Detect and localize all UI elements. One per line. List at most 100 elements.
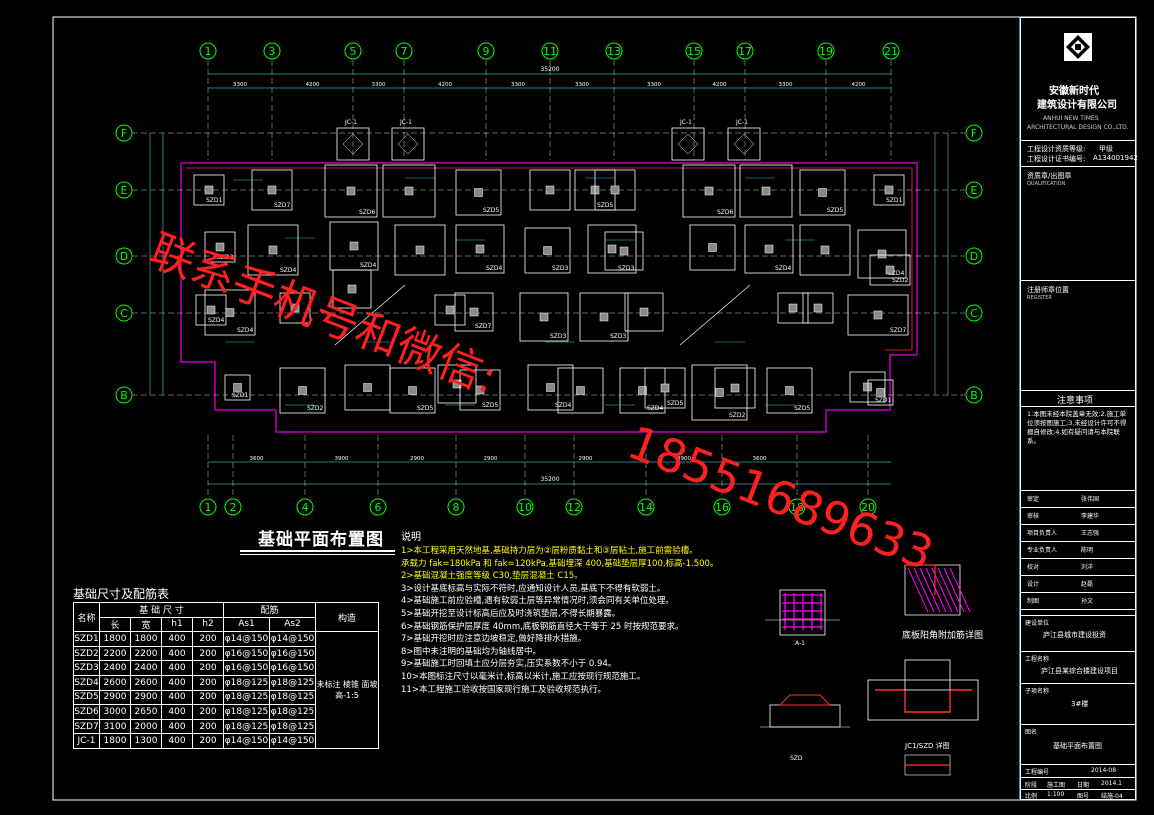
axis-label-top: 15 — [687, 45, 701, 58]
column-stub — [204, 185, 214, 195]
schedule-cell-name: SZD2 — [73, 645, 100, 662]
date: 2014.1 — [1101, 780, 1122, 787]
footing-pad — [594, 169, 636, 211]
col-note: 构造 — [315, 601, 379, 633]
column-stub — [452, 379, 462, 389]
dim-top: 3300 — [511, 82, 525, 88]
schedule-cell-name: SZD4 — [73, 674, 100, 691]
note-line: 10>本图标注尺寸以毫米计,标高以米计,施工应按现行规范施工。 — [401, 671, 646, 682]
corner-detail-label: 底板阳角附加筋详图 — [902, 631, 984, 641]
stair-diagonal — [334, 284, 406, 346]
role-label: 设计 — [1027, 581, 1040, 588]
schedule-cell-as1: φ18@125 — [223, 704, 270, 720]
footing-pad — [224, 374, 251, 401]
phase: 施工图 — [1047, 782, 1066, 789]
column-stub — [347, 284, 357, 294]
axis-label-right: D — [970, 250, 978, 263]
dim-top: 4200 — [438, 82, 452, 88]
company-name-en: ANHUI NEW TIMES — [1043, 115, 1099, 122]
footing-pad — [193, 174, 225, 206]
footing-label: SZD5 — [483, 207, 500, 214]
jc1-label: JC-1 — [399, 119, 412, 126]
title-block: 安徽新时代 建筑设计有限公司 ANHUI NEW TIMES ARCHITECT… — [1020, 17, 1138, 800]
beam-section — [769, 704, 841, 728]
schedule-cell-h2: 200 — [192, 733, 224, 749]
footing-pad — [744, 224, 794, 274]
schedule-cell-h2: 200 — [192, 689, 224, 706]
footing-pad — [455, 224, 505, 274]
footing-pad — [739, 164, 793, 218]
note-line: 11>本工程施工验收按国家现行施工及验收规范执行。 — [401, 684, 606, 695]
column-stub — [576, 386, 585, 395]
dim-top: 3300 — [233, 82, 247, 88]
axis-bubble-bottom — [713, 498, 731, 516]
footing-label: SZD7 — [890, 327, 907, 334]
axis-bubble-right — [965, 304, 983, 322]
footing-pad — [459, 369, 501, 411]
column-stub — [363, 383, 372, 392]
footing-label: SZD5 — [827, 207, 844, 214]
schedule-cell-name: SZD6 — [73, 704, 100, 720]
column-stub — [877, 249, 887, 259]
dim-bottom: 2900 — [579, 456, 593, 462]
footing-label: SZD5 — [667, 400, 684, 407]
corner-hatch — [913, 567, 935, 613]
jc1-label: JC-1 — [735, 119, 748, 126]
column-stub — [884, 185, 894, 195]
drawing-frame — [52, 16, 1137, 801]
note-line: 9>基础施工时回填土应分层夯实,压实系数不小于 0.94。 — [401, 659, 617, 670]
stamp-label-en: QUALIFICATION — [1027, 181, 1066, 187]
section-detail-label: JC1/SZD 详图 — [905, 742, 950, 750]
axis-label-bottom: 1 — [205, 501, 212, 514]
footing-pad — [873, 174, 905, 206]
footing-label: SZD1 — [886, 197, 903, 204]
axis-label-top: 21 — [884, 45, 898, 58]
schedule-cell-as2: φ16@150 — [269, 660, 316, 676]
schedule-cell-h1: 400 — [161, 733, 193, 749]
axis-label-right: B — [970, 389, 978, 402]
axis-label-bottom: 8 — [453, 501, 460, 514]
footing-label: SZD4 — [486, 265, 503, 272]
column-stub — [206, 305, 216, 315]
axis-bubble-bottom — [447, 498, 465, 516]
axis-bubble-left — [115, 386, 133, 404]
footing-pad — [644, 367, 686, 409]
column-stub — [788, 303, 798, 313]
axis-label-top: 17 — [738, 45, 752, 58]
footing-pad — [454, 292, 494, 332]
dim-top: 3300 — [779, 82, 793, 88]
footing-pad — [455, 169, 502, 216]
schedule-cell-l: 2900 — [99, 689, 131, 706]
schedule-cell-w: 2200 — [130, 645, 162, 662]
schedule-cell-name: SZD1 — [73, 631, 100, 647]
axis-label-bottom: 12 — [567, 501, 581, 514]
axis-label-top: 19 — [819, 45, 833, 58]
dim-top: 4200 — [713, 82, 727, 88]
job-no: 2014-08 — [1091, 767, 1117, 774]
footing-pad — [251, 169, 293, 211]
footing-label: SZD4 — [888, 270, 905, 277]
column-stub — [599, 312, 609, 322]
column-stub — [708, 243, 717, 252]
column-stub — [660, 383, 670, 393]
stamp-label: 资质章/出图章 — [1027, 172, 1072, 180]
axis-label-top: 1 — [205, 45, 212, 58]
schedule-cell-h2: 200 — [192, 674, 224, 691]
axis-label-bottom: 16 — [715, 501, 729, 514]
jc1-pad — [671, 127, 705, 161]
footing-pad — [869, 254, 911, 286]
axis-bubble-bottom — [637, 498, 655, 516]
note-line: 2>基础混凝土强度等级 C30,垫层混凝土 C15。 — [401, 571, 583, 582]
axis-bubble-top — [685, 42, 703, 60]
footing-pad — [519, 292, 569, 342]
schedule-cell-as2: φ18@125 — [269, 674, 316, 691]
footing-label: SZD2 — [217, 254, 234, 261]
client-label: 建设单位 — [1025, 620, 1050, 627]
footing-label: SZD5 — [794, 405, 811, 412]
footing-pad — [204, 289, 256, 336]
footing-label: SZD3 — [610, 333, 627, 340]
footing-pad — [529, 169, 571, 211]
